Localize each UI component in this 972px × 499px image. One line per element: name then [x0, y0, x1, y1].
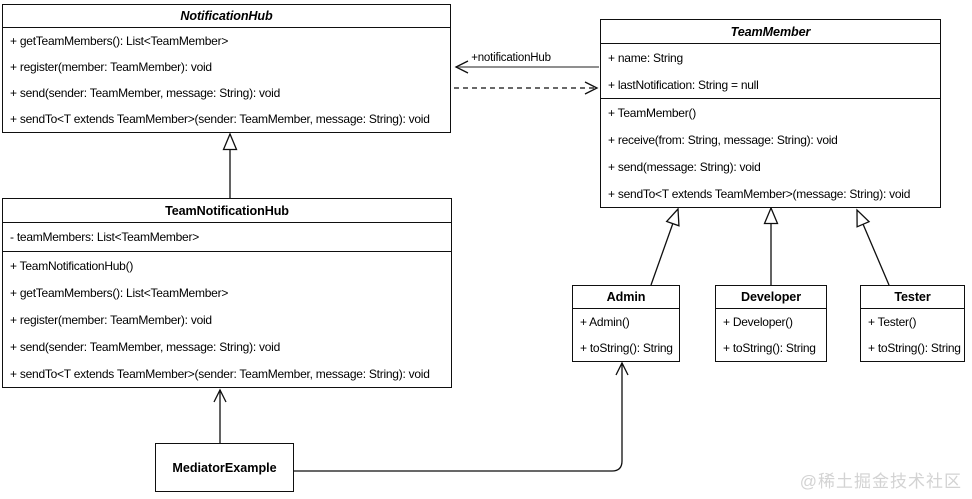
class-title-admin: Admin [606, 290, 646, 304]
watermark: @稀土掘金技术社区 [799, 472, 962, 491]
method-row: + send(sender: TeamMember, message: Stri… [10, 339, 280, 354]
method-row: + register(member: TeamMember): void [10, 312, 212, 327]
methods-compartment: + TeamNotificationHub() + getTeamMembers… [3, 251, 451, 387]
methods-compartment: + Developer() + toString(): String [716, 308, 826, 361]
method-row: + Developer() [723, 315, 793, 329]
methods-compartment: + Admin() + toString(): String [573, 308, 679, 361]
class-developer: Developer + Developer() + toString(): St… [715, 285, 827, 362]
method-row: + receive(from: String, message: String)… [608, 132, 838, 147]
method-row: + register(member: TeamMember): void [10, 60, 212, 74]
method-row: + toString(): String [723, 341, 816, 355]
methods-compartment: + Tester() + toString(): String [861, 308, 964, 361]
class-notificationhub: NotificationHub + getTeamMembers(): List… [2, 4, 451, 133]
class-title-tester: Tester [894, 290, 931, 304]
method-row: + sendTo<T extends TeamMember>(sender: T… [10, 112, 430, 126]
class-title-teammember: TeamMember [730, 24, 811, 39]
method-row: + Admin() [580, 315, 630, 329]
edge-generalization-admin-to-teammember [650, 209, 678, 286]
edge-association-mediatorexample-to-admin [294, 361, 629, 472]
method-row: + send(message: String): void [608, 159, 761, 174]
method-row: + getTeamMembers(): List<TeamMember> [10, 34, 229, 48]
class-admin: Admin + Admin() + toString(): String [572, 285, 680, 362]
method-row: + toString(): String [868, 341, 961, 355]
method-row: + TeamNotificationHub() [10, 258, 134, 273]
class-title-teamnotificationhub: TeamNotificationHub [165, 203, 289, 218]
attribute-row: + name: String [608, 50, 683, 65]
method-row: + toString(): String [580, 341, 673, 355]
method-row: + getTeamMembers(): List<TeamMember> [10, 285, 229, 300]
method-row: + send(sender: TeamMember, message: Stri… [10, 86, 280, 100]
edge-generalization-tester-to-teammember [857, 210, 890, 286]
class-title-developer: Developer [741, 290, 801, 304]
attribute-row: + lastNotification: String = null [608, 77, 759, 92]
class-title-mediatorexample: MediatorExample [172, 460, 277, 475]
method-row: + TeamMember() [608, 105, 696, 120]
method-row: + sendTo<T extends TeamMember>(sender: T… [10, 366, 430, 381]
attribute-row: - teamMembers: List<TeamMember> [10, 230, 199, 244]
association-role-label: +notificationHub [471, 52, 551, 64]
class-teammember: TeamMember + name: String + lastNotifica… [600, 19, 941, 208]
class-mediatorexample: MediatorExample [155, 443, 294, 492]
method-row: + Tester() [868, 315, 917, 329]
class-teamnotificationhub: TeamNotificationHub - teamMembers: List<… [2, 198, 452, 388]
method-row: + sendTo<T extends TeamMember>(message: … [608, 186, 911, 201]
class-title-notificationhub: NotificationHub [180, 9, 273, 23]
attributes-compartment: - teamMembers: List<TeamMember> [3, 222, 451, 251]
class-tester: Tester + Tester() + toString(): String [860, 285, 965, 362]
methods-compartment: + TeamMember() + receive(from: String, m… [601, 98, 940, 207]
attributes-compartment: + name: String + lastNotification: Strin… [601, 43, 940, 98]
methods-compartment: + getTeamMembers(): List<TeamMember> + r… [3, 27, 450, 132]
